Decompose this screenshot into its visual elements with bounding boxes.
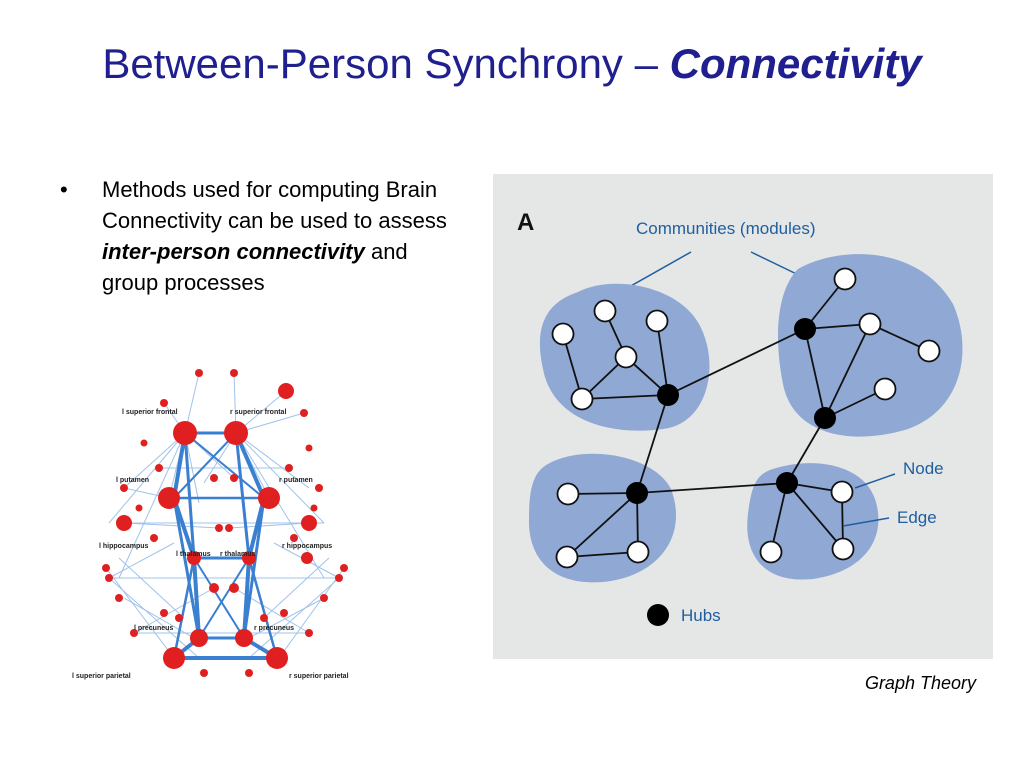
hubs-label: Hubs [681,606,721,625]
edge-label: Edge [897,508,937,527]
bullet-emphasis: inter-person connectivity [102,239,365,264]
edge-pointer [842,517,890,527]
graph-hub-nodes [626,318,836,504]
hub-legend-icon [647,604,669,626]
bullet-text-2: and group processes [102,239,408,295]
bullet-text: Methods used for computing Brain Connect… [102,174,450,298]
brain-label-r-superior-parietal: r superior parietal [289,673,349,680]
brain-label-r-precuneus: r precuneus [254,625,294,632]
slide-title: Between-Person Synchrony – Connectivity [0,40,1024,88]
graph-regular-nodes [551,267,941,569]
bullet-marker: • [60,177,68,202]
brain-label-r-hippocampus: r hippocampus [282,543,332,550]
communities-label: Communities (modules) [636,219,816,238]
brain-label-l-superior-parietal: l superior parietal [72,673,131,680]
bullet-item: • Methods used for computing Brain Conne… [60,174,450,298]
brain-label-r-thalamus: r thalamus [220,551,256,558]
bullet-text-1: Methods used for computing Brain Connect… [102,177,447,233]
brain-label-l-precuneus: l precuneus [134,625,173,632]
brain-label-r-putamen: r putamen [279,477,313,484]
node-pointer [854,473,896,489]
brain-nodes [102,369,348,677]
panel-letter: A [517,209,534,236]
communities-pointer-left [628,251,692,288]
node-label: Node [903,459,944,478]
community-top-right [778,254,963,437]
brain-label-l-superior-frontal: l superior frontal [122,409,178,416]
brain-label-l-thalamus: l thalamus [176,551,211,558]
brain-connectivity-figure: l superior frontal r superior frontal l … [72,369,349,680]
figure-caption: Graph Theory [864,673,976,693]
brain-label-r-superior-frontal: r superior frontal [230,409,286,416]
title-prefix: Between-Person Synchrony – [102,40,670,87]
brain-label-l-hippocampus: l hippocampus [99,543,149,550]
brain-label-l-putamen: l putamen [116,477,149,484]
graph-theory-diagram: A Communities (modules) [493,174,993,659]
title-emphasis: Connectivity [669,40,922,87]
